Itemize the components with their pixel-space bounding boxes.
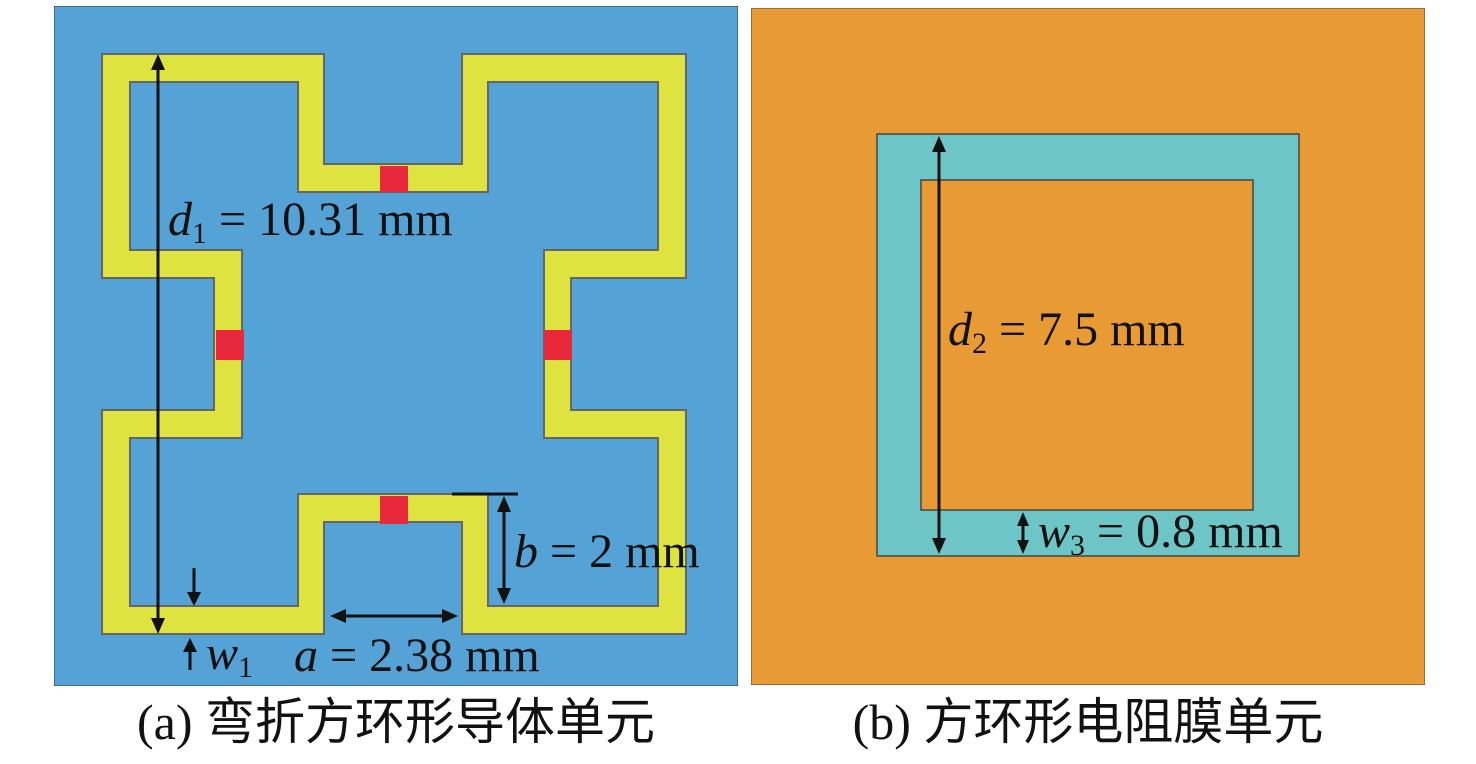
label-b: b = 2 mm — [514, 526, 700, 578]
d1-dimension-arrow — [151, 54, 165, 634]
label-d1-value: = 10.31 mm — [207, 193, 453, 246]
panel-a-meander-ring-unit — [54, 6, 738, 686]
label-d1: d1 = 10.31 mm — [168, 193, 453, 249]
resistor-right — [544, 330, 572, 360]
panel-b-resistive-ring-unit — [751, 8, 1425, 685]
label-b-value: = 2 mm — [538, 525, 700, 578]
label-w3-value: = 0.8 mm — [1085, 505, 1283, 558]
label-d2-var: d — [948, 303, 972, 356]
label-d2-value: = 7.5 mm — [987, 303, 1185, 356]
label-w1-sub: 1 — [238, 651, 254, 684]
d2-dimension-arrow — [932, 136, 946, 554]
label-w1-var: w — [206, 627, 239, 680]
label-w3-var: w — [1038, 505, 1071, 558]
resistive-ring — [876, 133, 1300, 557]
panel-a-drawing — [54, 6, 738, 686]
resistor-left — [216, 330, 244, 360]
label-d1-var: d — [168, 193, 192, 246]
label-w3: w3 = 0.8 mm — [1038, 505, 1283, 561]
label-a-value: = 2.38 mm — [318, 629, 540, 682]
label-a-var: a — [294, 629, 318, 682]
resistor-top — [380, 166, 408, 192]
panel-b-substrate — [751, 8, 1425, 685]
label-w1: w1 — [206, 627, 253, 683]
b-dimension-arrow — [452, 492, 518, 604]
panel-b-drawing — [751, 8, 1425, 685]
w3-dimension-arrow — [1017, 512, 1029, 554]
resistor-bottom — [380, 496, 408, 524]
caption-b: (b) 方环形电阻膜单元 — [852, 694, 1324, 750]
a-dimension-arrow — [330, 609, 458, 623]
label-d1-sub: 1 — [192, 217, 207, 250]
label-b-var: b — [514, 525, 538, 578]
label-a: a = 2.38 mm — [294, 630, 540, 682]
label-w3-sub: 3 — [1070, 529, 1086, 562]
caption-a: (a) 弯折方环形导体单元 — [137, 694, 655, 750]
w1-dimension-arrows — [183, 568, 201, 670]
label-d2: d2 = 7.5 mm — [948, 303, 1185, 359]
label-d2-sub: 2 — [972, 327, 987, 360]
panel-a-substrate — [54, 6, 738, 686]
